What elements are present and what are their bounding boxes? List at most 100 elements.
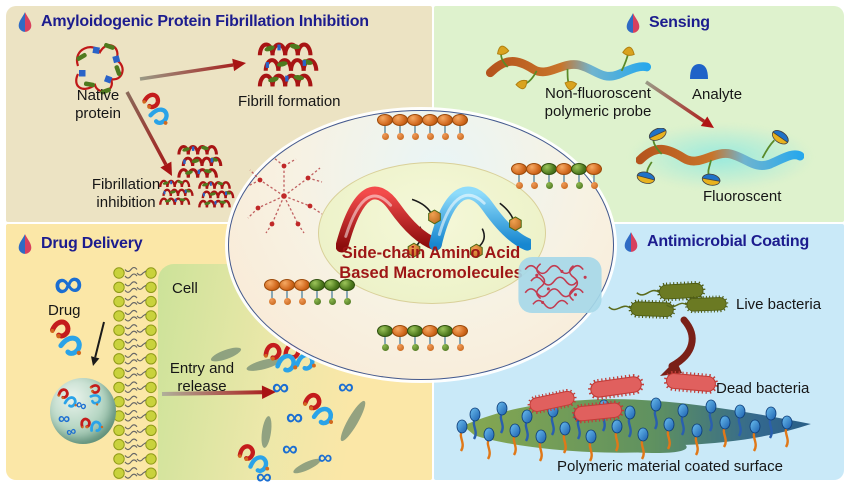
sensing-title: Sensing: [649, 14, 710, 31]
arrow: [139, 58, 246, 81]
arrow: [161, 385, 276, 399]
arrow: [90, 321, 105, 366]
chain-bottom: [377, 325, 468, 351]
polymer-bead: [571, 163, 587, 189]
helix-icon: [298, 388, 344, 434]
helix-icon: [259, 335, 306, 382]
polymer-bead: [377, 114, 393, 140]
polymer-brush-icon: [468, 407, 482, 449]
droplet-icon: [626, 13, 640, 33]
dead-bacterium-icon: [659, 365, 723, 398]
drug-molecule-icon: ∞: [272, 374, 290, 401]
drug-label: Drug: [48, 302, 81, 319]
drug-molecule-icon: ∞: [318, 447, 333, 469]
drug-molecule-icon: ∞: [64, 421, 78, 441]
polymer-brush-icon: [748, 419, 762, 461]
polymer-bead: [407, 325, 423, 351]
dead-bacteria-label: Dead bacteria: [716, 380, 810, 397]
live-bacterium-icon: [666, 291, 737, 318]
drug-title-row: Drug Delivery: [16, 232, 143, 256]
polymer-bead: [511, 163, 527, 189]
polymer-bead: [309, 279, 325, 305]
polymer-brush-icon: [718, 415, 732, 457]
polymer-bead: [541, 163, 557, 189]
small-fibril-graphic: [198, 180, 235, 209]
fibril-graphic: [256, 38, 326, 90]
center-title-line2: Based Macromolecules: [339, 264, 523, 282]
chain-top: [377, 114, 468, 140]
cell-membrane: [112, 264, 158, 486]
polymer-brush-icon: [558, 421, 572, 463]
polymer-bead: [407, 114, 423, 140]
drug-molecule-icon: ∞: [58, 409, 71, 428]
polymer-brush-icon: [508, 423, 522, 465]
coated-surface-label: Polymeric material coated surface: [557, 458, 783, 475]
drug-molecule-icon: ∞: [338, 374, 354, 399]
polymer-brush-icon: [482, 427, 496, 469]
polymer-bead: [392, 325, 408, 351]
polymer-bead: [437, 114, 453, 140]
polymer-brush-icon: [764, 406, 778, 448]
polymer-brush-icon: [610, 419, 624, 461]
branched-network-graphic: [247, 157, 323, 234]
chain-bottom-left: [264, 279, 355, 305]
drug-molecule-icon: ∞: [256, 464, 272, 486]
polymer-brush-icon: [495, 401, 509, 443]
polymer-bead: [279, 279, 295, 305]
arrow: [125, 91, 172, 176]
amyloid-title-row: Amyloidogenic Protein Fibrillation Inhib…: [16, 10, 369, 34]
polymer-brush-icon: [534, 429, 548, 471]
droplet-icon: [18, 234, 32, 254]
polymer-bead: [556, 163, 572, 189]
polymer-brush-icon: [704, 399, 718, 441]
drug-molecule-icon: ∞: [282, 436, 298, 461]
antimicrobial-title: Antimicrobial Coating: [647, 233, 810, 250]
polymer-brush-icon: [623, 405, 637, 447]
polymer-brush-icon: [455, 419, 469, 461]
polymer-brush-icon: [780, 415, 794, 457]
polymer-bead: [377, 325, 393, 351]
polymer-bead: [294, 279, 310, 305]
cell-label: Cell: [172, 280, 198, 297]
polymer-bead: [324, 279, 340, 305]
amyloid-title: Amyloidogenic Protein Fibrillation Inhib…: [41, 13, 369, 30]
drug-title: Drug Delivery: [41, 235, 143, 252]
polymer-bead: [339, 279, 355, 305]
polymer-bead: [437, 325, 453, 351]
drug-molecule-icon: ∞: [286, 404, 304, 431]
nanoparticle: ∞ ∞ ∞: [50, 378, 116, 444]
polymer-brush-icon: [636, 427, 650, 469]
polymer-brush-icon: [584, 429, 598, 471]
sensing-title-row: Sensing: [624, 11, 710, 35]
analyte-label: Analyte: [692, 86, 743, 103]
polymer-bead: [392, 114, 408, 140]
live-bacteria-label: Live bacteria: [736, 296, 822, 313]
polymer-brush-icon: [520, 409, 534, 451]
polymer-bead: [452, 325, 468, 351]
polymer-bead: [264, 279, 280, 305]
polymer-brush-icon: [733, 404, 747, 446]
kill-arrow: [660, 316, 696, 376]
center-title-line1: Side-chain Amino Acid: [341, 244, 521, 262]
antimicrobial-title-row: Antimicrobial Coating: [622, 230, 809, 254]
polymer-bead: [452, 114, 468, 140]
polymer-bead: [586, 163, 602, 189]
arrow: [645, 80, 714, 128]
fluorescent-label: Fluoroscent: [703, 188, 782, 205]
fibrill-formation-label: Fibrill formation: [238, 93, 341, 110]
droplet-icon: [624, 232, 638, 252]
polymer-bead: [422, 325, 438, 351]
polymer-brush-icon: [676, 403, 690, 445]
polymer-bead: [422, 114, 438, 140]
chain-right: [511, 163, 602, 189]
polymer-brush-icon: [649, 397, 663, 439]
droplet-icon: [18, 12, 32, 32]
polymer-brush-icon: [662, 417, 676, 459]
hydrogel-graphic: [517, 256, 603, 314]
drug-molecule-icon: ∞: [51, 260, 85, 308]
